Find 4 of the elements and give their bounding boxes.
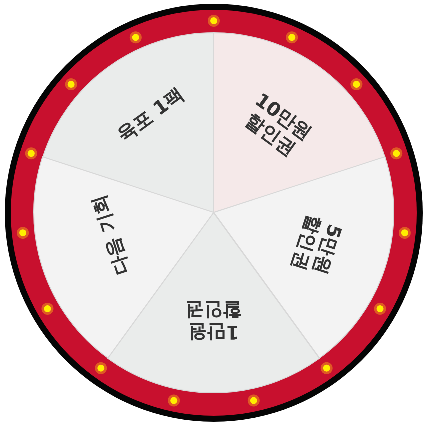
prize-text: 5만원 할인권 [286,211,347,280]
prize-text: 육포 1팩 [112,82,190,148]
prize-text: 다음 기회 [87,192,136,280]
prize-text: 1만원 할인권 [184,299,244,343]
